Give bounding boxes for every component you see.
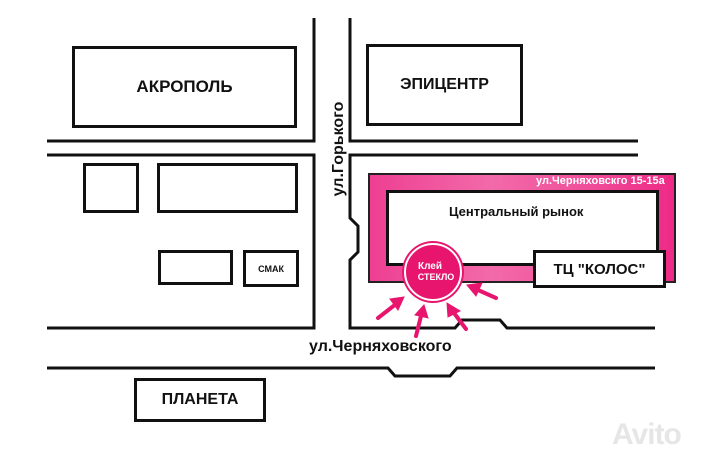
building-small-3 (158, 250, 233, 285)
arrow-icon-4 (466, 282, 498, 300)
store-badge-line1: Клей (417, 261, 443, 272)
store-badge-line2: СТЕКЛО (417, 272, 455, 282)
side-street-lower-edge (47, 153, 316, 330)
store-location-marker[interactable]: Клей СТЕКЛО (404, 243, 462, 301)
planeta-label: ПЛАНЕТА (161, 391, 239, 408)
kolos-label: ТЦ "КОЛОС" (553, 260, 646, 278)
avito-watermark: Avito (612, 418, 682, 451)
building-planeta: ПЛАНЕТА (134, 378, 266, 422)
epicenter-label: ЭПИЦЕНТР (400, 76, 489, 93)
arrow-icon-1 (376, 296, 405, 320)
arrow-icon-3 (446, 302, 468, 331)
gorkogo-street-right-edge (348, 18, 638, 143)
arrow-icon-2 (414, 304, 429, 338)
akropol-label: АКРОПОЛЬ (136, 77, 233, 96)
chernyakhovskogo-bottom-edge (47, 366, 655, 378)
building-akropol: АКРОПОЛЬ (72, 46, 297, 128)
gorkogo-right-edge-lower (348, 153, 655, 330)
building-smak: СМАК (243, 250, 299, 287)
smak-label: СМАК (258, 263, 284, 274)
building-epicenter: ЭПИЦЕНТР (366, 44, 523, 126)
building-small-2 (157, 163, 298, 213)
street-chernyakhovskogo-label: ул.Черняховского (309, 338, 452, 355)
building-kolos: ТЦ "КОЛОС" (533, 250, 666, 288)
address-label: ул.Черняховскго 15-15а (536, 175, 665, 187)
gorkogo-street-left-edge (47, 18, 316, 143)
central-market-label: Центральный рынок (449, 204, 584, 219)
building-small-1 (83, 163, 139, 213)
